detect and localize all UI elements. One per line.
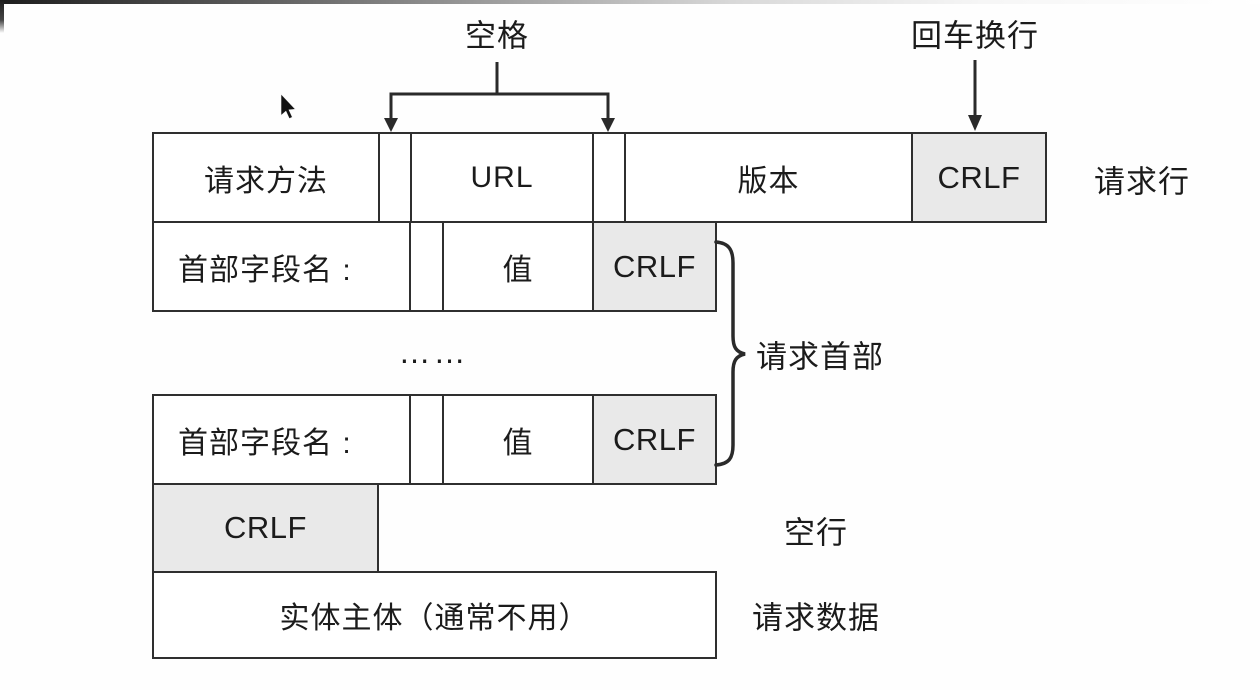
cell-url: URL (410, 132, 594, 223)
cell-crlf-request-line: CRLF (911, 132, 1047, 223)
blank-line-side-label: 空行 (784, 515, 848, 551)
space-annotation-label: 空格 (465, 18, 529, 54)
cell-header-value-2: 值 (442, 394, 594, 485)
cell-header-name-2: 首部字段名 : (152, 394, 411, 485)
request-headers-group-label: 请求首部 (756, 339, 884, 375)
cell-space-separator-2 (592, 132, 626, 223)
cell-header-space-2 (409, 394, 444, 485)
request-data-side-label: 请求数据 (752, 600, 880, 636)
crlf-annotation-arrow (968, 60, 982, 131)
ellipsis-row: …… (398, 333, 469, 370)
cell-request-method: 请求方法 (152, 132, 380, 223)
video-edge-artifact (0, 0, 1260, 4)
cell-crlf-header-1: CRLF (592, 221, 717, 312)
headers-group-brace (714, 240, 746, 467)
cell-crlf-blank-line: CRLF (152, 483, 379, 573)
space-bracket-arrows (384, 62, 615, 132)
cell-version: 版本 (624, 132, 913, 223)
mouse-cursor-icon (280, 93, 297, 119)
crlf-annotation-label: 回车换行 (911, 18, 1039, 54)
cell-header-space-1 (409, 221, 444, 312)
cell-entity-body: 实体主体（通常不用） (152, 571, 717, 659)
cell-crlf-header-2: CRLF (592, 394, 717, 485)
cell-header-name-1: 首部字段名 : (152, 221, 411, 312)
video-corner-artifact (0, 0, 4, 33)
request-line-side-label: 请求行 (1094, 164, 1190, 200)
cell-header-value-1: 值 (442, 221, 594, 312)
cell-space-separator-1 (378, 132, 412, 223)
